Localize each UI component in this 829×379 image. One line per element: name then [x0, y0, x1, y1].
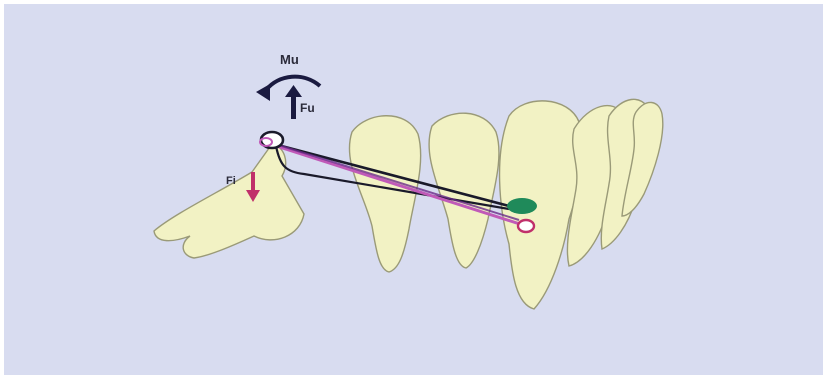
intrusive-force-label: Fi [226, 175, 236, 187]
molar-hook-loop [518, 220, 534, 232]
moment-label: Mu [280, 52, 299, 67]
molar-tube-attachment [507, 198, 537, 214]
biomechanics-diagram: Mu Fu Fi [4, 4, 823, 375]
diagram-frame: Mu Fu Fi [4, 4, 823, 375]
upward-force-label: Fu [300, 101, 315, 115]
